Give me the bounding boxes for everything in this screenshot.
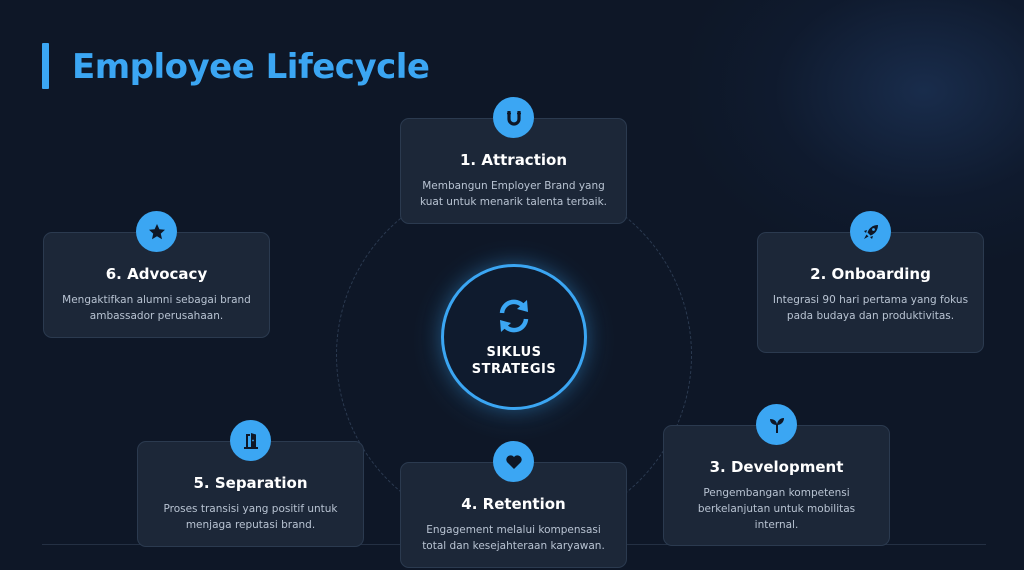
stage-description: Mengaktifkan alumni sebagai brand ambass…: [62, 294, 251, 322]
sync-icon: [499, 299, 529, 333]
center-hub: SIKLUS STRATEGIS: [441, 264, 587, 410]
stage-description: Integrasi 90 hari pertama yang fokus pad…: [772, 294, 969, 322]
star-icon: [148, 223, 165, 239]
rocket-icon: [863, 224, 878, 239]
stage-description: Proses transisi yang positif untuk menja…: [163, 503, 338, 531]
stage-card-development: 3. Development Pengembangan kompetensi b…: [663, 425, 890, 546]
title-accent-bar: [42, 43, 49, 89]
stage-title: 5. Separation: [193, 474, 308, 492]
badge-separation: [230, 420, 271, 461]
stage-description: Membangun Employer Brand yang kuat untuk…: [419, 180, 608, 208]
heart-icon: [505, 454, 522, 469]
stage-title: 1. Attraction: [459, 151, 567, 169]
page-title: Employee Lifecycle: [72, 47, 430, 87]
badge-advocacy: [136, 211, 177, 252]
magnet-icon: [506, 110, 521, 126]
badge-development: [756, 404, 797, 445]
stage-description: Pengembangan kompetensi berkelanjutan un…: [697, 487, 856, 531]
center-label: SIKLUS STRATEGIS: [471, 345, 557, 377]
stage-title: 3. Development: [709, 458, 844, 476]
badge-onboarding: [850, 211, 891, 252]
door-open-icon: [243, 432, 258, 449]
stage-title: 4. Retention: [461, 495, 566, 513]
stage-card-onboarding: 2. Onboarding Integrasi 90 hari pertama …: [757, 232, 984, 353]
stage-title: 6. Advocacy: [105, 265, 208, 283]
badge-retention: [493, 441, 534, 482]
stage-title: 2. Onboarding: [810, 265, 931, 283]
stage-description: Engagement melalui kompensasi total dan …: [422, 524, 605, 552]
seedling-icon: [769, 417, 784, 433]
badge-attraction: [493, 97, 534, 138]
